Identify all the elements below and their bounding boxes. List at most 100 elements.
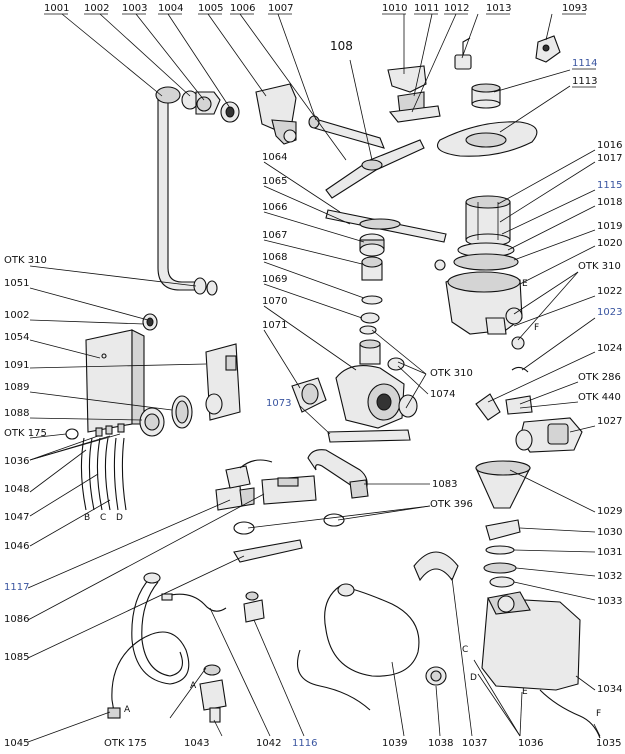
label-otk310-left: OTK 310 <box>4 255 47 266</box>
label-1022: 1022 <box>597 286 622 297</box>
part-1010-1012-holder <box>387 65 441 123</box>
letter-c-tank: C <box>462 645 468 655</box>
label-1029: 1029 <box>597 506 622 517</box>
label-1115: 1115 <box>597 180 622 191</box>
label-1030: 1030 <box>597 527 622 538</box>
label-1024: 1024 <box>597 343 622 354</box>
part-1035-hose <box>539 689 601 739</box>
part-1042-cable <box>161 593 227 612</box>
label-1010: 1010 <box>382 3 407 14</box>
label-1027: 1027 <box>597 416 622 427</box>
part-1006-spray-tube <box>308 115 385 149</box>
label-1002: 1002 <box>84 3 109 14</box>
part-1023-hose <box>511 366 529 373</box>
label-1023: 1023 <box>597 307 622 318</box>
label-1006: 1006 <box>230 3 255 14</box>
part-1001-drain-pipe <box>155 86 218 296</box>
label-1043: 1043 <box>184 738 209 749</box>
part-1088-cap <box>139 407 165 437</box>
label-1064: 1064 <box>262 152 287 163</box>
label-1116: 1116 <box>292 738 317 749</box>
letter-a-valve: A <box>190 681 197 691</box>
part-1083-pipe <box>307 449 369 499</box>
label-1011: 1011 <box>414 3 439 14</box>
label-1083: 1083 <box>432 479 457 490</box>
label-1086: 1086 <box>4 614 29 625</box>
leader-lines <box>27 13 601 743</box>
part-1071-connector <box>291 377 327 413</box>
part-1039-coiled-hose <box>296 583 420 711</box>
part-1064-lower-spray-arm <box>325 209 447 243</box>
label-1012: 1012 <box>444 3 469 14</box>
part-1029-funnel <box>475 460 531 509</box>
label-otk310-middle: OTK 310 <box>430 368 473 379</box>
letter-c: C <box>100 513 106 523</box>
part-otk396-clamps <box>233 513 345 535</box>
part-1027-drain-pump <box>515 417 583 453</box>
part-1054-tank <box>85 329 145 437</box>
label-1088: 1088 <box>4 408 29 419</box>
label-1071: 1071 <box>262 320 287 331</box>
label-1032: 1032 <box>597 571 622 582</box>
part-otk175-clamp-left <box>65 428 79 440</box>
label-1066: 1066 <box>262 202 287 213</box>
part-1002-1004-fittings <box>181 90 240 123</box>
label-1042: 1042 <box>256 738 281 749</box>
part-1022-hose <box>511 336 525 350</box>
label-1007: 1007 <box>268 3 293 14</box>
label-1054: 1054 <box>4 332 29 343</box>
label-1018: 1018 <box>597 197 622 208</box>
label-1069: 1069 <box>262 274 287 285</box>
label-1019: 1019 <box>597 221 622 232</box>
label-otk310-right: OTK 310 <box>578 261 621 272</box>
part-1024-drain-hose <box>475 393 533 421</box>
part-number-labels: 1001 1002 1003 1004 1005 1006 1007 108 1… <box>4 3 622 749</box>
part-1013-sensor <box>454 37 472 70</box>
part-1085-rail <box>233 539 303 563</box>
part-1038-ring <box>425 666 447 686</box>
label-1070: 1070 <box>262 296 287 307</box>
part-1091-housing <box>205 343 241 421</box>
part-1020-sump <box>434 259 523 335</box>
label-1013: 1013 <box>486 3 511 14</box>
letter-f: F <box>534 323 539 333</box>
part-1113-filter-plate <box>436 121 538 157</box>
part-1005-bracket <box>255 83 297 145</box>
label-1089: 1089 <box>4 382 29 393</box>
label-1036-bottom: 1036 <box>518 738 543 749</box>
label-otk396: OTK 396 <box>430 499 473 510</box>
part-1066-1069-stack <box>359 233 385 335</box>
part-1018-ring <box>453 242 519 271</box>
letter-f-tank: F <box>596 709 601 719</box>
label-1085: 1085 <box>4 652 29 663</box>
letter-e-tank: E <box>522 687 528 697</box>
part-1051-fitting <box>142 313 158 331</box>
label-1031: 1031 <box>597 547 622 558</box>
part-1074-ring <box>387 357 405 371</box>
letter-a-hose: A <box>124 705 131 715</box>
part-1034-salt-tank <box>481 591 581 691</box>
part-1030-1033-discs <box>483 519 521 588</box>
part-1073-plate <box>327 429 411 443</box>
letter-e: E <box>522 279 528 289</box>
label-1016: 1016 <box>597 140 622 151</box>
letter-d: D <box>116 513 123 523</box>
label-1074: 1074 <box>430 389 455 400</box>
label-underlines <box>44 13 596 88</box>
part-1093-clip <box>535 35 561 63</box>
label-1034: 1034 <box>597 684 622 695</box>
hose-connection-letters: B C D E F A A C D E F <box>84 279 601 719</box>
label-1093: 1093 <box>562 3 587 14</box>
label-1091: 1091 <box>4 360 29 371</box>
label-1117: 1117 <box>4 582 29 593</box>
label-1001: 1001 <box>44 3 69 14</box>
part-1114-filter-top <box>471 83 501 109</box>
label-1047: 1047 <box>4 512 29 523</box>
part-1037-arch <box>413 551 459 582</box>
label-1037: 1037 <box>462 738 487 749</box>
label-1003: 1003 <box>122 3 147 14</box>
letter-b: B <box>84 513 90 523</box>
label-1017: 1017 <box>597 153 622 164</box>
label-otk440: OTK 440 <box>578 392 621 403</box>
